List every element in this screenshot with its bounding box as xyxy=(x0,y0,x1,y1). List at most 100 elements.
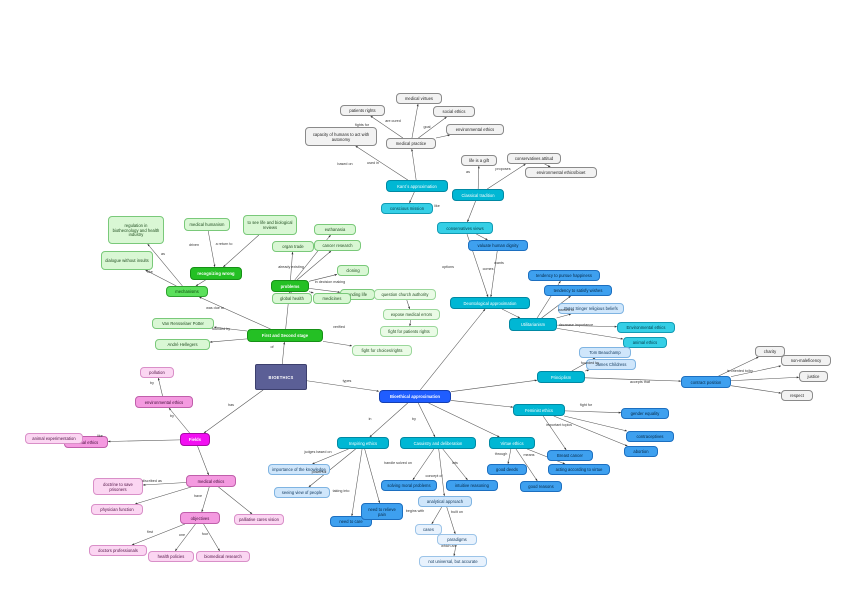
concept-node-palliative[interactable]: palliative cares vision xyxy=(234,514,284,525)
concept-node-valuedig[interactable]: valuate human dignity xyxy=(468,240,528,251)
edge-label-inspiring-seeingall: powerfull xyxy=(311,470,327,474)
concept-node-lifegift[interactable]: life is a gift xyxy=(461,155,497,166)
concept-node-justice[interactable]: justice xyxy=(799,371,828,382)
concept-node-medpractice[interactable]: medical practice xyxy=(386,138,436,149)
concept-node-virtueeth[interactable]: Virtue ethics xyxy=(489,437,535,449)
concept-node-contract[interactable]: contract position xyxy=(681,376,731,388)
concept-node-nonmalef[interactable]: non-maleficency xyxy=(781,355,831,366)
concept-node-envbioet[interactable]: environmental ethics/bioet xyxy=(525,167,597,178)
concept-node-fightchoices[interactable]: fight for choices/rights xyxy=(352,345,412,356)
concept-node-firstsecond[interactable]: First and Second stage xyxy=(247,329,323,342)
concept-node-analytical[interactable]: analytical approach xyxy=(418,496,472,507)
concept-node-peterreli[interactable]: Peter Singer religious beliefs xyxy=(558,303,624,314)
edge-label-seelife-recognize: a return to xyxy=(215,242,233,246)
concept-node-intuitive[interactable]: intuitive reasoning xyxy=(446,480,498,491)
concept-node-doctrine[interactable]: doctrine to save prisoners xyxy=(93,478,143,495)
concept-node-envethics2[interactable]: Environmental ethics xyxy=(617,322,675,333)
edge-label-medpractice-medvirtues: are cured xyxy=(385,119,401,123)
concept-node-gender[interactable]: gender equality xyxy=(621,408,669,419)
concept-node-casuistry[interactable]: Casuistry and deliberation xyxy=(400,437,476,449)
edge-label-firstsecond-fightchoices: verified xyxy=(333,325,345,329)
concept-node-inspiring[interactable]: Inspiring ethics xyxy=(337,437,389,449)
concept-node-childress[interactable]: James Childress xyxy=(586,359,636,370)
concept-node-deonto[interactable]: Deontological approximation xyxy=(450,297,530,309)
concept-node-questionchur[interactable]: question church authority xyxy=(374,289,436,300)
concept-node-physfunc[interactable]: physician function xyxy=(91,504,143,515)
concept-node-healthpol[interactable]: health policies xyxy=(148,551,194,562)
concept-node-respect[interactable]: respect xyxy=(781,390,813,401)
concept-node-socialeth[interactable]: social ethics xyxy=(433,106,475,117)
concept-node-needpain[interactable]: need to relieve pain xyxy=(361,503,403,520)
concept-node-exposeerr[interactable]: expose medical errors xyxy=(383,309,440,320)
concept-node-breastcanc[interactable]: Breast cancer xyxy=(547,450,593,461)
concept-node-medvirtues[interactable]: medical virtues xyxy=(396,93,442,104)
concept-node-conservview[interactable]: conservatives views xyxy=(437,222,493,234)
edge-label-analytical-paradigms: built on xyxy=(451,510,463,514)
concept-node-potter[interactable]: Van Rensselaer Potter xyxy=(152,318,214,329)
concept-node-cases[interactable]: cases xyxy=(415,524,442,535)
concept-node-root[interactable]: BIOETHICS xyxy=(255,364,307,390)
concept-node-contracept[interactable]: contraceptives xyxy=(626,431,674,442)
edge-label-firstsecond-mechanism: was due to xyxy=(206,306,224,310)
concept-node-animaleth2[interactable]: animal ethics xyxy=(623,337,667,348)
concept-node-fields[interactable]: Fields xyxy=(180,433,210,446)
concept-node-utilitar[interactable]: Utilitarianism xyxy=(509,318,557,331)
concept-node-needcare[interactable]: need to care xyxy=(330,516,372,527)
concept-node-seeingall[interactable]: seeing view of people xyxy=(274,487,330,498)
concept-node-fightrights[interactable]: fight for patients rights xyxy=(380,326,438,337)
concept-node-hellegers[interactable]: André Hellegers xyxy=(155,339,210,350)
concept-node-biomedres[interactable]: biomedical research xyxy=(196,551,250,562)
concept-node-notuniv[interactable]: not universal, but accurate xyxy=(419,556,487,567)
concept-node-bioappr[interactable]: Bioethical approximation xyxy=(379,390,451,403)
edge-deonto-to-utilitar xyxy=(501,308,521,319)
concept-node-envmedeth[interactable]: environmental ethics xyxy=(446,124,504,135)
concept-node-pollution[interactable]: pollution xyxy=(140,367,174,378)
concept-node-objectives[interactable]: objectives xyxy=(180,512,220,524)
concept-node-organtrade[interactable]: organ trade xyxy=(272,241,314,252)
concept-node-envethics3[interactable]: environmental ethics xyxy=(135,396,193,408)
edge-inspiring-to-needpain xyxy=(364,448,380,504)
concept-node-cloning[interactable]: cloning xyxy=(337,265,369,276)
concept-node-regulation[interactable]: regulation in biothecnology and health i… xyxy=(108,216,164,244)
concept-node-tendwish[interactable]: tendency to satisfy wishes xyxy=(544,285,612,296)
concept-node-principlism[interactable]: Principlism xyxy=(537,371,585,383)
concept-node-importknow[interactable]: importance of the knowledge xyxy=(268,464,330,475)
concept-node-gooddeeds[interactable]: good deeds xyxy=(487,464,527,475)
edge-problems-to-endinglife xyxy=(308,288,341,293)
concept-node-patrights[interactable]: patients rights xyxy=(340,105,385,116)
edge-label-mechanism-regulation: as xyxy=(161,252,165,256)
edge-label-feminist-contracept: important topics xyxy=(545,423,573,427)
concept-node-medhuman[interactable]: medical humanism xyxy=(184,218,230,231)
concept-node-conservatt[interactable]: conservatives attitud xyxy=(507,153,561,164)
concept-node-recognize[interactable]: recognizing wrong xyxy=(190,267,242,280)
edge-label-animaleth3-animalexp: like xyxy=(97,434,103,438)
concept-node-beauchamp[interactable]: Tom Beauchamp xyxy=(579,347,631,358)
concept-node-solvingmor[interactable]: solving moral problems xyxy=(381,480,437,491)
concept-node-actvirtue[interactable]: acting according to virtue xyxy=(548,464,610,475)
concept-node-paradigms[interactable]: paradigms xyxy=(437,534,477,545)
concept-node-medethics[interactable]: medical ethics xyxy=(186,475,236,487)
concept-node-seelife[interactable]: to see life and biological reviews xyxy=(243,215,297,235)
edge-label-medethics-doctrine: discribed as xyxy=(142,479,162,483)
concept-node-abortion[interactable]: abortion xyxy=(624,446,658,457)
edge-label-principlism-beauchamp: founded by xyxy=(580,361,600,365)
concept-node-feminist[interactable]: Feminist ethics xyxy=(513,404,565,416)
concept-node-mechanism[interactable]: mechanisms xyxy=(166,286,208,297)
concept-node-capacity[interactable]: capacity of humans to act with autonomy xyxy=(305,127,377,146)
concept-node-kant[interactable]: Kant´s approximation xyxy=(386,180,448,192)
concept-node-conscious[interactable]: conscious mission xyxy=(381,203,433,214)
edge-medethics-to-objectives xyxy=(201,486,210,513)
concept-node-animalexp[interactable]: animal experimentation xyxy=(25,433,83,444)
concept-node-euthanasia[interactable]: euthanasia xyxy=(314,224,356,235)
concept-node-cancerres[interactable]: cancer research xyxy=(314,240,361,251)
concept-node-globalhealth[interactable]: global health xyxy=(272,293,312,304)
concept-node-medicines[interactable]: medicines xyxy=(313,293,351,304)
concept-node-goodreason[interactable]: good reasons xyxy=(520,481,562,492)
concept-node-charity[interactable]: charity xyxy=(755,346,785,357)
concept-node-classical[interactable]: Classical tradition xyxy=(452,189,504,201)
concept-node-problems[interactable]: problems xyxy=(271,280,309,292)
concept-node-tendhappy[interactable]: tendency to pursue happiness xyxy=(528,270,600,281)
edge-medpractice-to-envmedeth xyxy=(435,134,450,139)
concept-node-doctorsprof[interactable]: doctors professionals xyxy=(89,545,147,556)
concept-node-dialogue[interactable]: dialogue without insults xyxy=(101,251,153,270)
